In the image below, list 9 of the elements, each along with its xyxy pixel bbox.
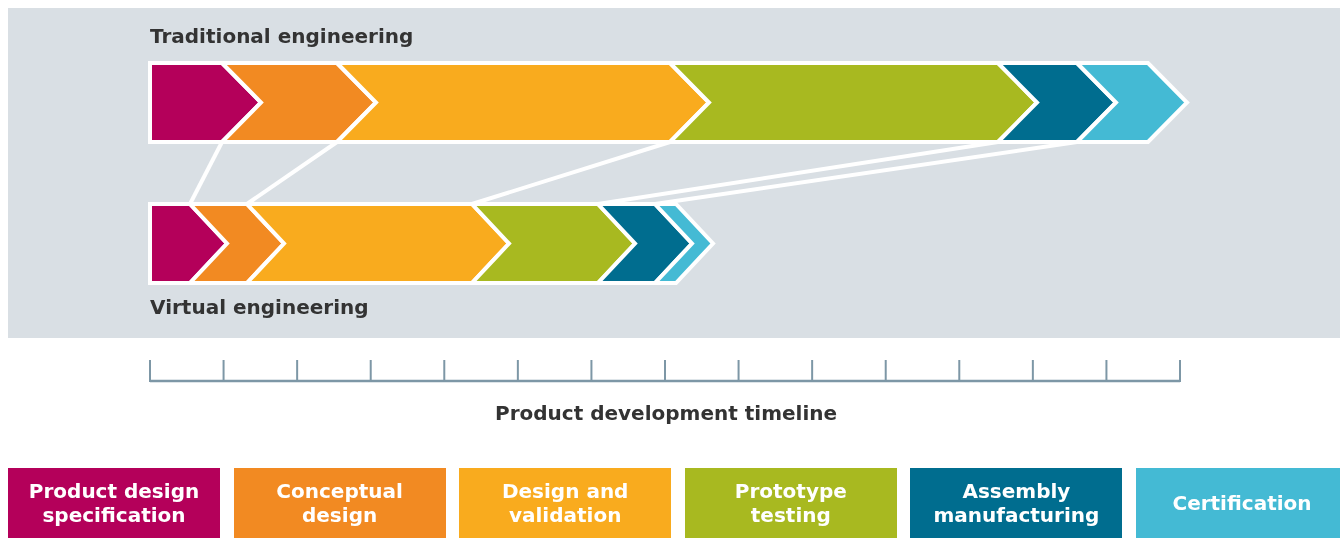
- axis-title: Product development timeline: [495, 401, 838, 425]
- legend-label: Certification: [1171, 491, 1313, 515]
- legend-label: Product design specification: [27, 479, 201, 527]
- row-title: Traditional engineering: [150, 24, 414, 48]
- legend-label: Design and validation: [500, 479, 630, 527]
- legend-label: Assembly manufacturing: [932, 479, 1101, 527]
- legend-label: Conceptual design: [275, 479, 404, 527]
- legend-label: Prototype testing: [733, 479, 848, 527]
- row-title: Virtual engineering: [150, 295, 369, 319]
